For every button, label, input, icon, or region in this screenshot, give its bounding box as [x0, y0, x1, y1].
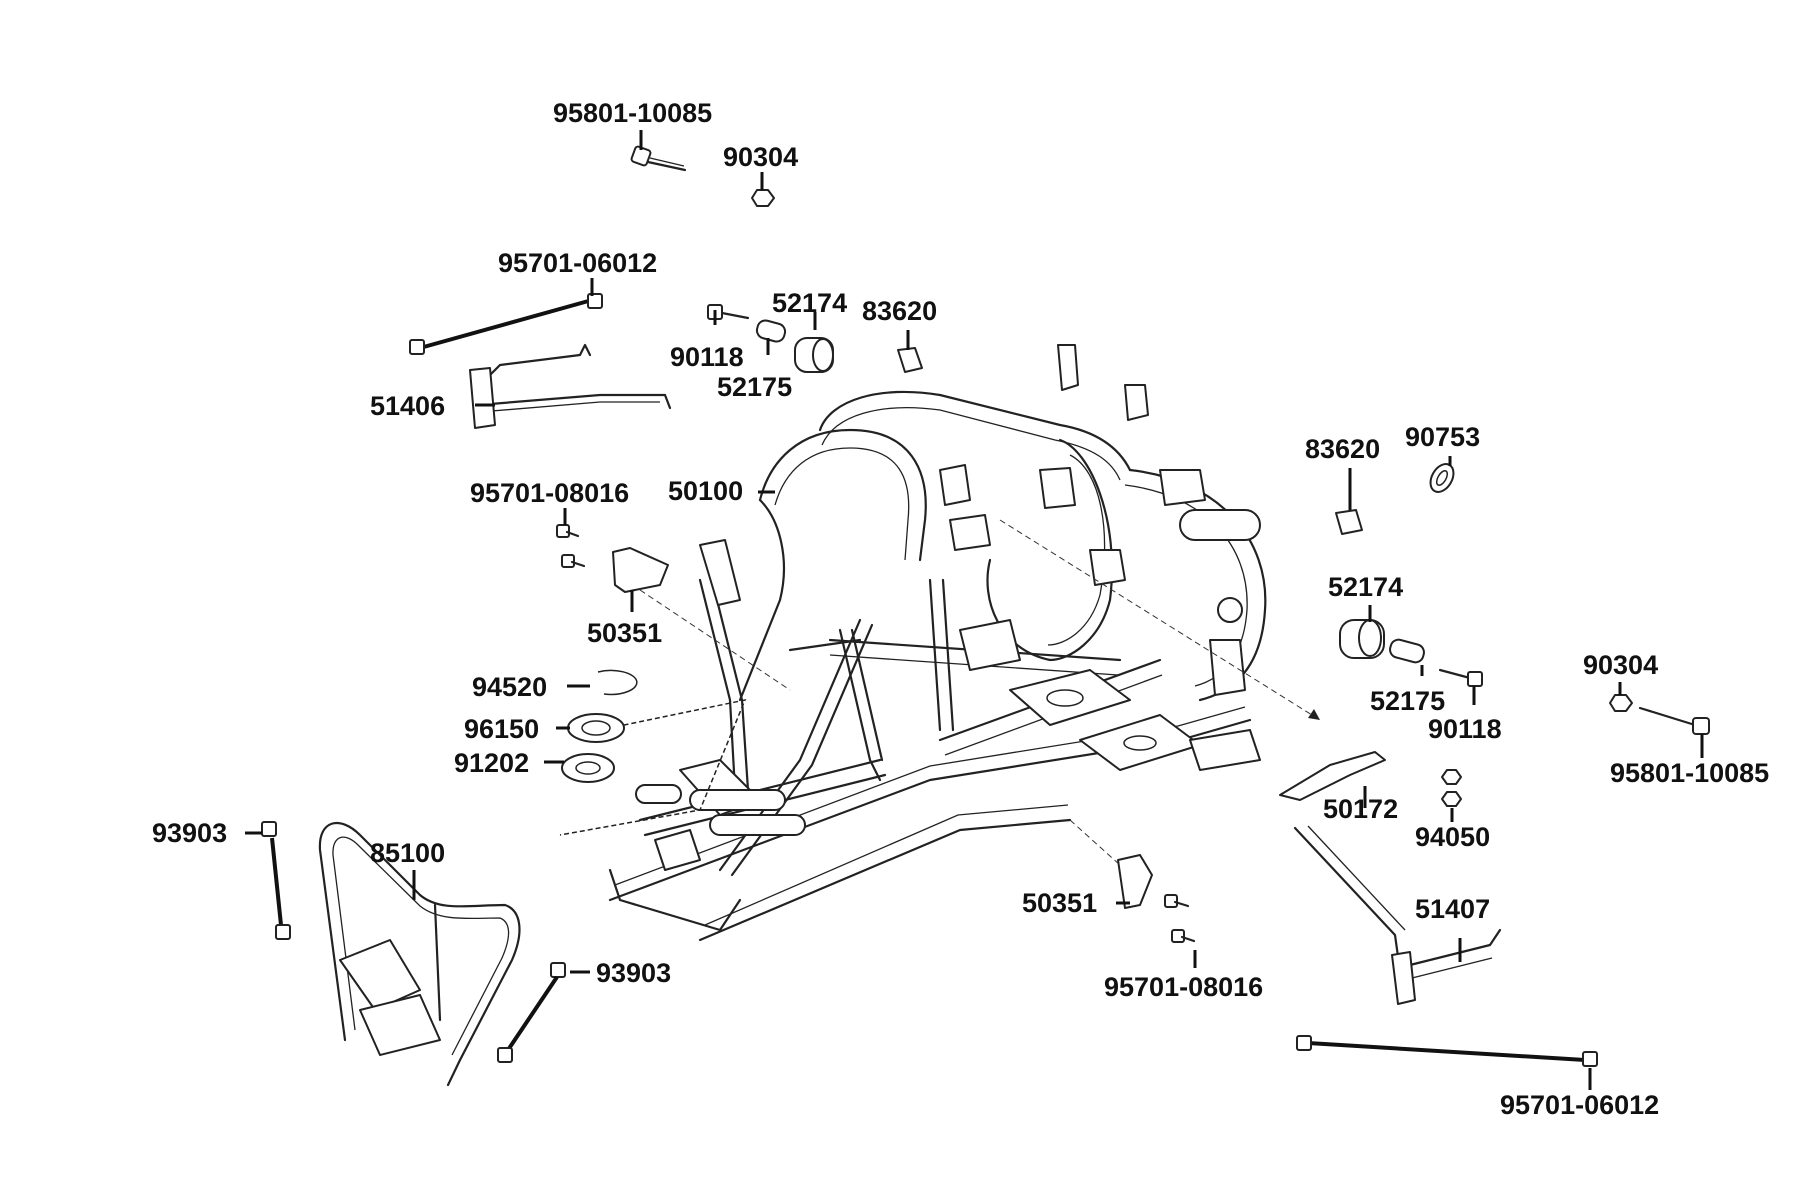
label-85100: 85100 [370, 838, 445, 868]
label-50351-right: 50351 [1022, 888, 1097, 918]
label-90753: 90753 [1405, 422, 1480, 452]
label-95701-08016-left: 95701-08016 [470, 478, 629, 508]
label-96150: 96150 [464, 714, 539, 744]
sleeve-52175-right [1389, 638, 1425, 664]
bolts-95701-08016-left [556, 524, 586, 568]
plate-50351-left [612, 547, 669, 593]
bracket-arm-51407 [1293, 825, 1502, 1005]
label-50351-left: 50351 [587, 618, 662, 648]
label-83620-top: 83620 [862, 296, 937, 326]
leader-lines [245, 130, 1704, 1090]
label-90304-top: 90304 [723, 142, 798, 172]
cap-83620-right [1335, 509, 1363, 535]
bearing-96150 [567, 713, 625, 743]
plate-50351-right [1117, 854, 1153, 909]
label-95801-10085-right: 95801-10085 [1610, 758, 1769, 788]
cap-83620-top [897, 347, 923, 373]
label-50100: 50100 [668, 476, 743, 506]
rod-95701-06012-bottom [1307, 1041, 1586, 1062]
assembly-line-50351 [639, 589, 791, 691]
main-frame-50100 [608, 344, 1267, 942]
washer-90753 [1429, 463, 1455, 493]
nut-90304-right [1609, 694, 1633, 712]
bracket-50172 [1279, 751, 1386, 801]
label-52175-top: 52175 [717, 372, 792, 402]
assembly-line-50351-b [1069, 819, 1121, 866]
label-50172: 50172 [1323, 794, 1398, 824]
nuts-94050 [1441, 769, 1462, 807]
label-90118-right: 90118 [1428, 714, 1502, 744]
label-51406: 51406 [370, 391, 445, 421]
label-93903-right: 93903 [596, 958, 671, 988]
bolt-90118-right [1438, 668, 1483, 687]
nut-90304-top [751, 189, 775, 207]
label-94520: 94520 [472, 672, 547, 702]
front-bumper-85100 [318, 822, 521, 1087]
snap-ring-94520 [597, 669, 638, 696]
label-52175-right: 52175 [1370, 686, 1445, 716]
label-83620-right: 83620 [1305, 434, 1380, 464]
rod-95701-06012-top [419, 298, 593, 350]
bushing-52174-top [794, 337, 834, 373]
label-93903-left: 93903 [152, 818, 227, 848]
seal-91202 [561, 753, 615, 783]
label-51407: 51407 [1415, 894, 1490, 924]
label-52174-top: 52174 [772, 288, 847, 318]
bracket-arm-51406 [469, 343, 672, 429]
bolts-93903-right [497, 962, 566, 1063]
bolt-95801-10085-top [630, 145, 687, 172]
label-95801-10085-top: 95801-10085 [553, 98, 712, 128]
label-90118-top: 90118 [670, 342, 744, 372]
bolts-95701-08016-right [1164, 894, 1196, 943]
label-95701-06012-bottom: 95701-06012 [1500, 1090, 1659, 1120]
label-95701-08016-right: 95701-08016 [1104, 972, 1263, 1002]
label-90304-right: 90304 [1583, 650, 1658, 680]
label-91202: 91202 [454, 748, 529, 778]
bolt-95801-10085-right [1638, 706, 1710, 735]
bolts-93903-left [261, 821, 291, 940]
assembly-line-50172 [999, 519, 1321, 721]
label-52174-right: 52174 [1328, 572, 1403, 602]
label-94050: 94050 [1415, 822, 1490, 852]
sleeve-52175-top [755, 319, 787, 343]
bushing-52174-right [1339, 619, 1385, 659]
label-95701-06012-top: 95701-06012 [498, 248, 657, 278]
